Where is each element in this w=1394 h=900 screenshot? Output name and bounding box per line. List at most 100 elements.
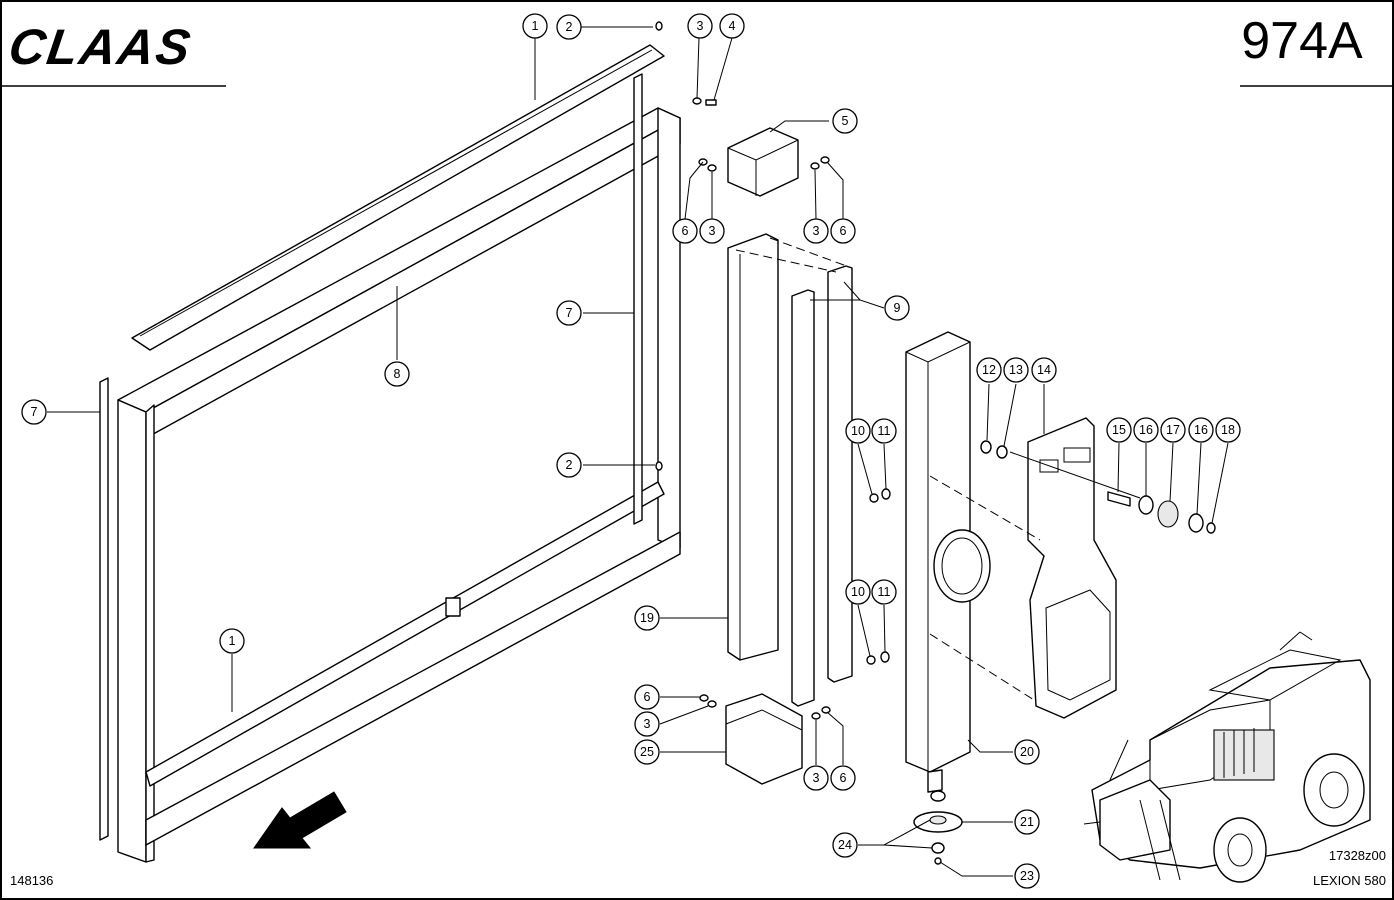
front-wheel [1213,817,1267,883]
rubber-mount [913,790,963,865]
bracket-5 [727,127,799,197]
cover-plate-14 [929,417,1117,719]
callout-2-middle: 2 [556,452,582,478]
svg-text:10: 10 [851,585,865,599]
callout-16-left: 16 [1133,417,1159,443]
svg-text:3: 3 [813,771,820,785]
svg-text:3: 3 [644,717,651,731]
callout-4: 4 [719,13,745,39]
svg-text:2: 2 [566,458,573,472]
bearing-parts [980,440,1216,534]
callout-3-lower-right: 3 [803,765,829,791]
bearing-17 [1157,500,1179,528]
callout-1-top: 1 [522,13,548,39]
rear-wheel [1303,753,1365,827]
duct-outlet [933,529,991,603]
callout-16-right: 16 [1188,417,1214,443]
svg-text:11: 11 [878,424,891,438]
svg-text:14: 14 [1037,363,1051,377]
svg-text:21: 21 [1020,815,1034,829]
svg-text:13: 13 [1009,363,1023,377]
callout-10-upper: 10 [845,418,871,444]
callout-25: 25 [634,739,660,765]
svg-text:17: 17 [1166,423,1180,437]
ring-18 [1206,522,1216,534]
svg-text:25: 25 [640,745,654,759]
leader-lines [47,26,1229,877]
svg-text:6: 6 [644,690,651,704]
callout-9: 9 [884,295,910,321]
model-name: LEXION 580 [1313,873,1386,888]
callout-21: 21 [1014,809,1040,835]
callout-6-upper-left: 6 [672,218,698,244]
callout-6-lower-left: 6 [634,684,660,710]
svg-text:18: 18 [1221,423,1235,437]
callout-6-lower-right: 6 [830,765,856,791]
svg-text:4: 4 [729,19,736,33]
washer-13 [996,445,1008,459]
footer-left-code: 148136 [10,873,53,888]
svg-text:23: 23 [1020,869,1034,883]
svg-text:5: 5 [842,114,849,128]
callout-13: 13 [1003,357,1029,383]
svg-text:6: 6 [682,224,689,238]
callout-11-upper: 11 [871,418,897,444]
svg-text:3: 3 [709,224,716,238]
callout-10-lower: 10 [845,579,871,605]
seal-16b [1188,513,1204,533]
callout-15: 15 [1106,417,1132,443]
svg-text:16: 16 [1194,423,1208,437]
svg-text:6: 6 [840,771,847,785]
svg-text:15: 15 [1112,423,1126,437]
top-beam-face [145,117,681,439]
washer-23 [934,857,942,865]
callout-5: 5 [832,108,858,134]
brand-logo-text: CLAAS [5,19,195,75]
bottom-rail [145,481,665,787]
duct-20 [905,331,991,793]
left-seal-strip [99,377,109,841]
seal-16a [1138,495,1154,515]
svg-text:8: 8 [394,367,401,381]
svg-text:6: 6 [840,224,847,238]
callout-12: 12 [976,357,1002,383]
seal-strip-9a [791,289,815,707]
seal-strip-9b [827,265,853,683]
callout-2-top: 2 [556,14,582,40]
callout-8: 8 [384,361,410,387]
svg-text:24: 24 [838,838,852,852]
svg-text:2: 2 [566,20,573,34]
callout-18: 18 [1215,417,1241,443]
callout-1-bottom: 1 [219,628,245,654]
svg-text:16: 16 [1139,423,1153,437]
svg-text:12: 12 [982,363,996,377]
bracket-25 [725,693,803,785]
nut-12 [980,440,992,454]
svg-text:11: 11 [878,585,891,599]
callout-3-upper-right: 3 [803,218,829,244]
svg-text:20: 20 [1020,745,1034,759]
brand-logo: CLAAS [5,19,195,75]
frame-assembly [99,44,681,863]
callout-7-left: 7 [21,399,47,425]
svg-text:1: 1 [229,634,236,648]
callout-24: 24 [832,832,858,858]
callout-20: 20 [1014,739,1040,765]
callout-3-lower-left: 3 [634,711,660,737]
svg-text:19: 19 [640,611,654,625]
callout-14: 14 [1031,357,1057,383]
fasteners [655,21,891,720]
svg-text:3: 3 [813,224,820,238]
channel-19 [727,233,779,661]
svg-text:1: 1 [532,19,539,33]
channel-parts [727,233,853,707]
bottom-clip [445,597,461,617]
page-number: 974A [1241,12,1363,70]
callout-3-top: 3 [687,13,713,39]
svg-text:3: 3 [697,19,704,33]
callout-17: 17 [1160,417,1186,443]
callout-19: 19 [634,605,660,631]
callout-7-right: 7 [556,300,582,326]
